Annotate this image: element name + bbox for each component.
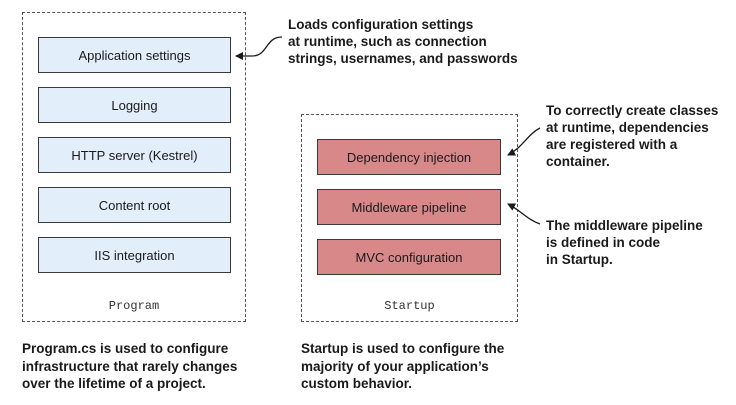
program-caption: Program.cs is used to configure infrastr… (22, 341, 238, 391)
http-server-box: HTTP server (Kestrel) (38, 137, 231, 173)
content-root-box: Content root (38, 187, 231, 223)
middleware-annotation: The middleware pipeline is defined in co… (546, 218, 703, 267)
program-container: Program (22, 12, 246, 322)
iis-integration-box: IIS integration (38, 237, 231, 273)
logging-box: Logging (38, 87, 231, 123)
startup-caption: Startup is used to configure the majorit… (301, 341, 505, 391)
config-annotation: Loads configuration settings at runtime,… (288, 17, 518, 66)
startup-container: Startup (301, 114, 518, 322)
middleware-arrow (507, 203, 541, 225)
config-arrow (235, 36, 283, 60)
di-annotation: To correctly create classes at runtime, … (546, 103, 719, 169)
di-arrow (507, 127, 541, 156)
application-settings-box: Application settings (38, 37, 231, 73)
mvc-configuration-box: MVC configuration (317, 239, 501, 275)
startup-label: Startup (384, 299, 435, 313)
dependency-injection-box: Dependency injection (317, 139, 501, 175)
program-label: Program (108, 299, 160, 313)
middleware-pipeline-box: Middleware pipeline (317, 189, 501, 225)
